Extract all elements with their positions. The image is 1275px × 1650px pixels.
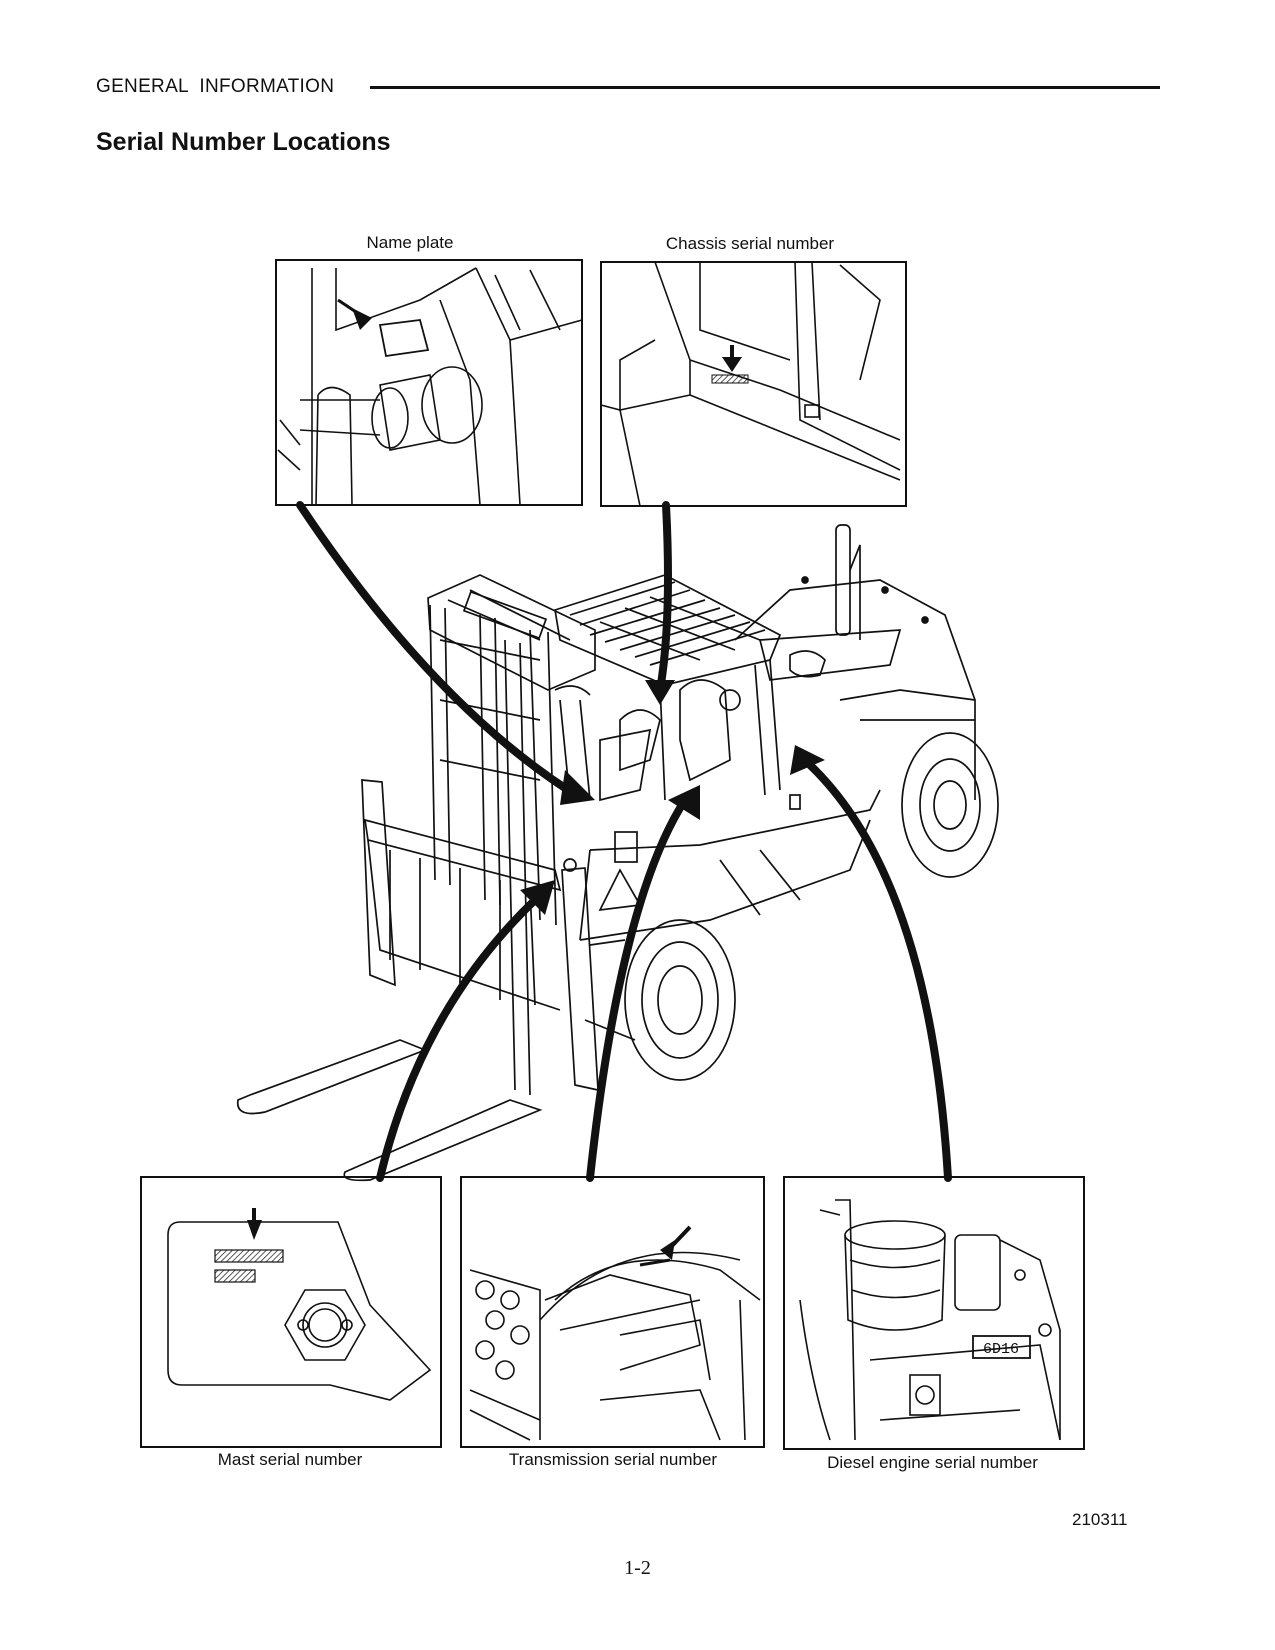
caption-mast: Mast serial number	[217, 1450, 363, 1469]
chassis-inset	[600, 261, 907, 507]
running-header: GENERAL INFORMATION	[96, 76, 1160, 102]
section-title: GENERAL INFORMATION	[96, 76, 335, 97]
figure-code: 210311	[1072, 1510, 1128, 1529]
caption-engine: Diesel engine serial number	[827, 1453, 1038, 1472]
callout-arrows	[296, 501, 952, 1182]
engine-id-text: 6D16	[983, 1341, 1019, 1358]
name-plate-inset	[275, 259, 583, 506]
transmission-serial-inset	[460, 1176, 765, 1448]
arrow-icon	[247, 1220, 262, 1240]
caption-chassis: Chassis serial number	[665, 234, 835, 253]
page-number: 1-2	[624, 1557, 651, 1579]
caption-name-plate: Name plate	[366, 233, 454, 252]
arrow-icon	[722, 357, 742, 372]
engine-id-plate	[972, 1335, 1031, 1359]
page-title: Serial Number Locations	[96, 128, 391, 156]
engine-serial-inset	[783, 1176, 1085, 1450]
header-rule	[370, 86, 1160, 89]
forklift-drawing	[236, 524, 999, 1182]
mast-serial-inset	[140, 1176, 442, 1448]
caption-transmission: Transmission serial number	[508, 1450, 718, 1469]
